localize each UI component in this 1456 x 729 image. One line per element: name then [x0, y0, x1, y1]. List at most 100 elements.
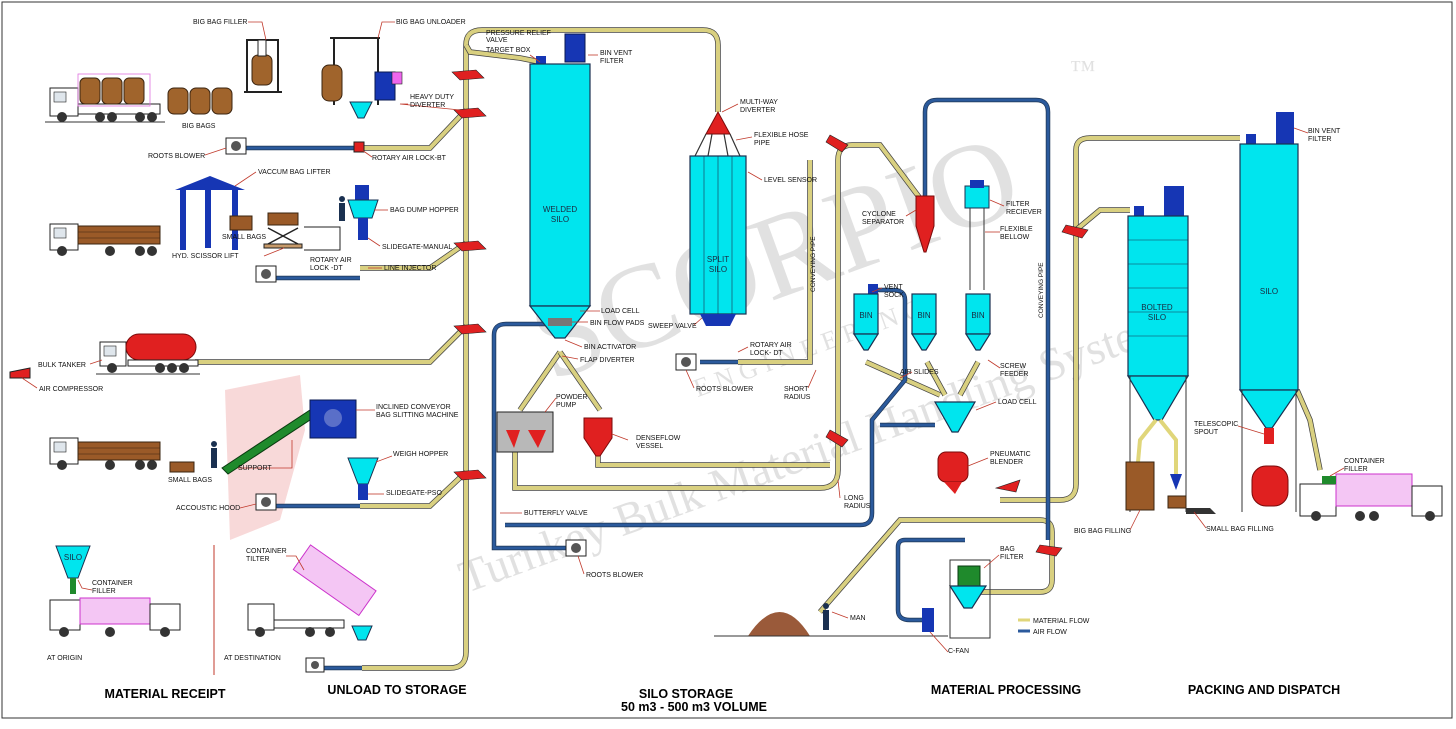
roots-blower-3	[255, 493, 277, 511]
material-pipes	[195, 27, 1323, 671]
label-small-bags-2: SMALL BAGS	[168, 477, 212, 484]
watermark-trademark: ™	[1070, 55, 1095, 84]
label-slidegate-manual: SLIDEGATE-MANUAL	[382, 244, 452, 251]
bag-dump-hopper	[339, 185, 379, 240]
bolted-silo	[1125, 186, 1216, 514]
welded-silo	[528, 33, 592, 339]
powder-pump	[496, 411, 554, 453]
big-bags	[167, 87, 233, 115]
section-unload-to-storage: UNLOAD TO STORAGE	[327, 683, 466, 697]
truck-big-bags	[45, 73, 165, 123]
label-small-bags-1: SMALL BAGS	[222, 234, 266, 241]
label-roots-blower-5: ROOTS BLOWER	[586, 572, 643, 579]
flow-legend: MATERIAL FLOW AIR FLOW	[1018, 618, 1090, 636]
label-conveying-pipe-2: CONVEYING PIPE	[1038, 262, 1045, 318]
truck-small-bags-2	[49, 437, 195, 473]
packing-silo	[1238, 112, 1300, 512]
label-conveying-pipe-1: CONVEYING PIPE	[810, 236, 817, 292]
legend-air-flow: AIR FLOW	[1033, 629, 1067, 636]
label-sweep-valve: SWEEP VALVE	[648, 323, 697, 330]
bag-filter	[948, 559, 991, 639]
label-big-bag-unloader: BIG BAG UNLOADER	[396, 19, 466, 26]
pipe-diverters	[451, 69, 1089, 557]
equipment-labels: BIG BAG FILLER BIG BAG UNLOADER BIG BAGS…	[38, 19, 1385, 662]
label-hyd-scissor-lift: HYD. SCISSOR LIFT	[172, 253, 239, 260]
label-line-injector: LINE INJECTOR	[384, 265, 436, 272]
roots-blower-5	[565, 539, 587, 557]
label-split-silo-1: SPLIT	[707, 255, 729, 264]
label-butterfly-valve: BUTTERFLY VALVE	[524, 510, 588, 517]
weigh-hopper	[347, 457, 379, 500]
label-at-origin: AT ORIGIN	[47, 655, 82, 662]
label-bin-1: BIN	[859, 311, 873, 320]
pneumatic-blender	[937, 451, 1021, 494]
label-bolted-silo-1: BOLTED	[1141, 303, 1173, 312]
section-silo-storage: SILO STORAGE	[639, 687, 733, 701]
label-bag-slitting-machine: BAG SLITTING MACHINE	[376, 412, 459, 419]
label-slidegate-pso: SLIDEGATE-PSO	[386, 490, 442, 497]
air-pipes	[246, 97, 1051, 671]
bin-1	[852, 284, 880, 351]
label-big-bag-filling: BIG BAG FILLING	[1074, 528, 1131, 535]
c-fan	[922, 608, 934, 632]
label-bin-activator: BIN ACTIVATOR	[584, 344, 636, 351]
roots-blower-1	[225, 137, 247, 155]
label-support: SUPPORT	[238, 465, 272, 472]
origin-silo	[55, 545, 91, 594]
filter-reciever	[964, 180, 990, 290]
label-air-slides: AIR SLIDES	[900, 369, 939, 376]
label-level-sensor: LEVEL SENSOR	[764, 177, 817, 184]
split-silo	[689, 110, 747, 326]
label-bulk-tanker: BULK TANKER	[38, 362, 86, 369]
roots-blower-6	[675, 353, 697, 371]
label-bolted-silo-2: SILO	[1148, 313, 1166, 322]
big-bag-unloader	[321, 37, 403, 153]
legend-material-flow: MATERIAL FLOW	[1033, 618, 1090, 625]
label-split-silo-2: SILO	[709, 265, 727, 274]
material-pile	[714, 603, 948, 637]
bag-slitting-machine	[309, 399, 357, 439]
denseflow-vessel	[583, 417, 613, 457]
label-rotary-air-lock-bt: ROTARY AIR LOCK-BT	[372, 155, 447, 162]
big-bag-filler	[244, 39, 282, 93]
label-roots-blower-6: ROOTS BLOWER	[696, 386, 753, 393]
load-cell-hopper	[933, 401, 977, 433]
cyclone-separator	[915, 195, 935, 253]
label-target-box: TARGET BOX	[486, 47, 531, 54]
label-small-bag-filling: SMALL BAG FILLING	[1206, 526, 1274, 533]
label-welded-silo-2: SILO	[551, 215, 569, 224]
label-air-compressor: AIR COMPRESSOR	[39, 386, 103, 393]
section-titles: MATERIAL RECEIPT UNLOAD TO STORAGE SILO …	[104, 683, 1340, 714]
air-compressor	[9, 367, 31, 379]
label-origin-silo: SILO	[64, 553, 82, 562]
label-vaccum-bag-lifter: VACCUM BAG LIFTER	[258, 169, 331, 176]
label-man: MAN	[850, 615, 866, 622]
hyd-scissor-lift	[263, 212, 341, 251]
label-accoustic-hood: ACCOUSTIC HOOD	[176, 505, 240, 512]
label-welded-silo-1: WELDED	[543, 205, 577, 214]
label-flap-diverter: FLAP DIVERTER	[580, 357, 635, 364]
vaccum-bag-lifter	[175, 176, 253, 250]
label-weigh-hopper: WEIGH HOPPER	[393, 451, 448, 458]
label-big-bag-filler: BIG BAG FILLER	[193, 19, 247, 26]
section-material-processing: MATERIAL PROCESSING	[931, 683, 1081, 697]
label-roots-blower-1: ROOTS BLOWER	[148, 153, 205, 160]
